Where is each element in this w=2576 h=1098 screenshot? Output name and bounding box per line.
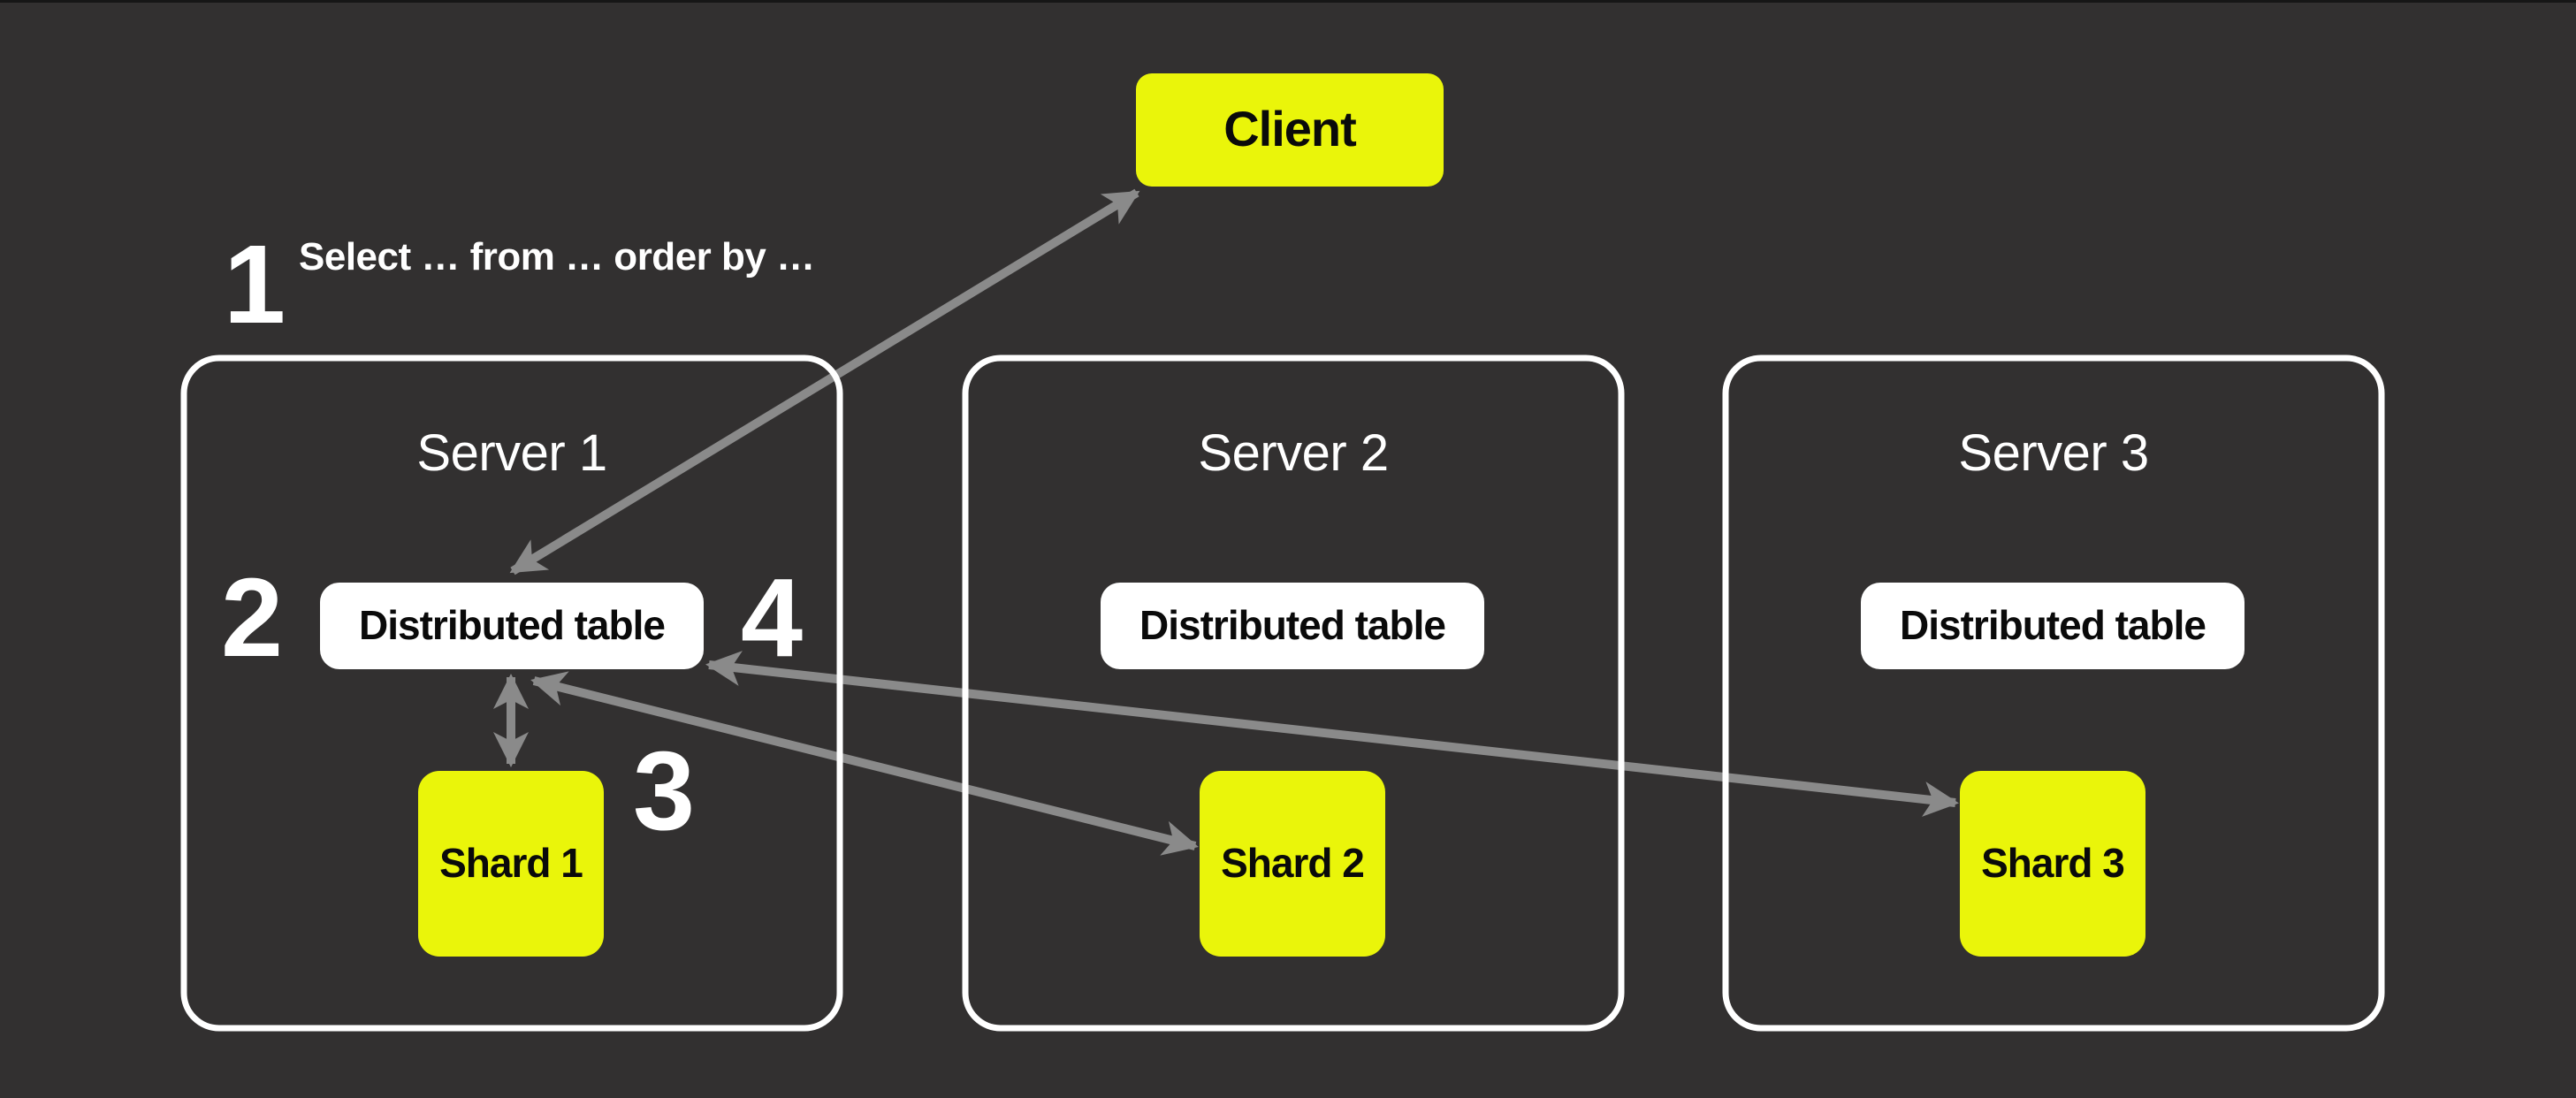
shard-1-label: Shard 1 xyxy=(439,840,583,886)
shard-3-box xyxy=(1960,771,2145,957)
shard-1-box xyxy=(418,771,604,957)
arrows xyxy=(493,188,1959,856)
shard-3-label: Shard 3 xyxy=(1981,840,2124,886)
server-3-title: Server 3 xyxy=(1958,424,2148,482)
top-edge-line xyxy=(0,0,2576,3)
server-3-box xyxy=(1722,355,2385,1032)
client-node: Client xyxy=(1136,73,1444,187)
server-1-distributed-table-label: Distributed table xyxy=(359,602,665,648)
step-3-number: 3 xyxy=(633,728,693,853)
server-1-title: Server 1 xyxy=(416,424,606,482)
server-3-group: Server 3 Distributed table Shard 3 xyxy=(1722,355,2385,1032)
step-annotations: 1 Select … from … order by … 2 3 4 xyxy=(221,222,815,853)
server-3-distributed-table-label: Distributed table xyxy=(1900,602,2206,648)
client-label: Client xyxy=(1223,101,1356,156)
step-4-number: 4 xyxy=(741,555,803,680)
server-1-distributed-table-box xyxy=(320,583,704,669)
server-2-group: Server 2 Distributed table Shard 2 xyxy=(962,355,1625,1032)
server-2-box xyxy=(962,355,1625,1032)
step-2-number: 2 xyxy=(221,555,281,680)
shard-2-label: Shard 2 xyxy=(1221,840,1364,886)
table1-shard3-arrow xyxy=(705,651,1959,817)
server-1-group: Server 1 Distributed table Shard 1 xyxy=(180,355,843,1032)
client-box xyxy=(1136,73,1444,187)
server-2-distributed-table-box xyxy=(1101,583,1484,669)
shard-2-box xyxy=(1200,771,1385,957)
server-2-title: Server 2 xyxy=(1198,424,1388,482)
server-2-distributed-table-label: Distributed table xyxy=(1139,602,1445,648)
client-table1-arrow xyxy=(509,188,1140,576)
server-3-distributed-table-box xyxy=(1861,583,2244,669)
step-1-query-text: Select … from … order by … xyxy=(299,235,815,278)
step-1-number: 1 xyxy=(224,222,284,347)
server-1-box xyxy=(180,355,843,1032)
